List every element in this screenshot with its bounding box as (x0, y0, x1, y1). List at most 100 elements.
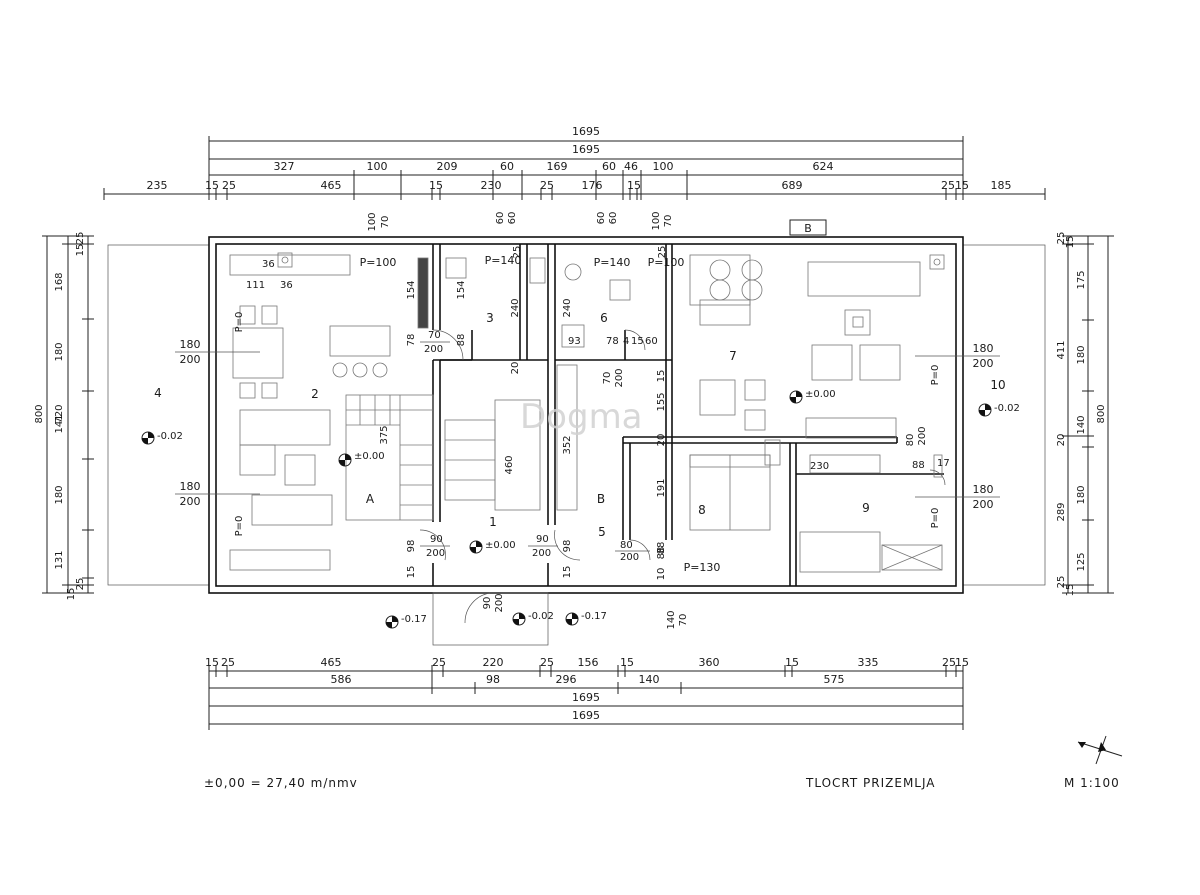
interior-dim: 15 (562, 566, 573, 579)
section-marker-a: A (366, 492, 375, 506)
window-label: 200 (973, 498, 994, 511)
right-dim-seg: 25 (1056, 232, 1067, 245)
drawing-title: TLOCRT PRIZEMLJA (805, 776, 936, 790)
left-dim-seg: 180 (54, 485, 65, 504)
top-dim-r3: 100 (653, 160, 674, 173)
level-reference-note: ±0,00 = 27,40 m/nmv (204, 776, 358, 790)
level-marker-icon (338, 453, 352, 467)
interior-dims: 36 111 36 154 154 70 200 78 88 240 240 9… (246, 259, 950, 630)
terrace-right (962, 244, 1046, 586)
furniture-room-8-9 (689, 254, 945, 573)
top-dim-r3: 60 (602, 160, 616, 173)
level-value: -0.17 (401, 614, 427, 625)
interior-dim: 200 (424, 344, 443, 355)
bottom-dim-r2: 140 (639, 673, 660, 686)
building-walls (208, 236, 964, 646)
interior-dim: 460 (504, 455, 515, 474)
furniture-room-3-6 (417, 257, 631, 511)
left-dim-seg: 15 (75, 244, 86, 257)
window-label: P=0 (930, 508, 941, 529)
right-dim-outer: 800 (1096, 404, 1107, 423)
interior-dim: 36 (262, 259, 275, 270)
bottom-dim-total-2: 1695 (572, 709, 600, 722)
window-dim: 60 (507, 212, 518, 225)
bottom-dim-total-1: 1695 (572, 691, 600, 704)
level-marker-icon (512, 612, 526, 626)
bottom-dim-r1: 15 (205, 656, 219, 669)
room-number-8: 8 (698, 503, 706, 517)
bottom-dim-r1: 15 (620, 656, 634, 669)
right-dim-seg: 15 (1065, 236, 1076, 249)
top-dim-r4: 185 (991, 179, 1012, 192)
level-value: ±0.00 (485, 540, 516, 551)
interior-dim: 70 (428, 330, 441, 341)
room-number-4: 4 (154, 386, 162, 400)
bottom-dim-r1: 220 (483, 656, 504, 669)
window-dim: 100 (367, 212, 378, 231)
interior-dim: 154 (406, 280, 417, 299)
window-label: P=0 (234, 516, 245, 537)
window-label: P=100 (648, 256, 685, 269)
top-dim-r4: 176 (582, 179, 603, 192)
left-dimension-chains: 800 720 25 15 168 180 141 180 131 25 15 (34, 232, 94, 600)
top-dim-r3: 209 (437, 160, 458, 173)
interior-dim: 80 (905, 434, 916, 447)
interior-dim: 90 (482, 597, 493, 610)
right-dim-mid: 411 (1056, 340, 1067, 359)
section-marker-b-top: B (789, 219, 827, 236)
level-value: -0.17 (581, 611, 607, 622)
interior-dim: 88 (912, 460, 925, 471)
bottom-dim-r1: 15 (955, 656, 969, 669)
interior-dim: 375 (379, 425, 390, 444)
interior-dim: 15 (656, 370, 667, 383)
left-dim-seg: 25 (75, 578, 86, 591)
window-label: P=140 (485, 254, 522, 267)
window-labels: P=100 P=140 P=140 P=100 P=130 P=0 P=0 P=… (175, 254, 1000, 574)
bottom-dim-r1: 25 (221, 656, 235, 669)
window-dim: 70 (380, 216, 391, 229)
level-value: -0.02 (157, 431, 183, 442)
window-label: 200 (973, 357, 994, 370)
right-dim-seg: 175 (1076, 270, 1087, 289)
right-dim-seg: 15 (1065, 584, 1076, 597)
interior-dim: 111 (246, 280, 265, 291)
window-dim: 70 (663, 215, 674, 228)
terrace-left (107, 244, 210, 586)
window-dim: 25 (512, 246, 523, 259)
door-swings (419, 329, 946, 624)
room-number-2: 2 (311, 387, 319, 401)
top-dim-r4: 25 (540, 179, 554, 192)
level-markers: ±0.00 ±0.00 ±0.00 -0.02 -0.02 -0.17 -0.0… (141, 389, 1020, 629)
bottom-dim-r2: 98 (486, 673, 500, 686)
top-dim-r3: 169 (547, 160, 568, 173)
room-number-9: 9 (862, 501, 870, 515)
right-dim-seg: 20 (1056, 434, 1067, 447)
bottom-dim-r1: 25 (432, 656, 446, 669)
interior-dim: 20 (656, 434, 667, 447)
interior-dim: 98 (406, 540, 417, 553)
interior-dim: 88 (656, 542, 667, 555)
interior-dim: 230 (810, 461, 829, 472)
window-label: 180 (973, 342, 994, 355)
level-marker-icon (978, 403, 992, 417)
level-marker-icon (565, 612, 579, 626)
north-arrow-icon (1077, 735, 1123, 765)
drawing-scale: M 1:100 (1064, 776, 1120, 790)
room-number-5: 5 (598, 525, 606, 539)
right-dim-seg: 140 (1076, 415, 1087, 434)
top-dim-r3: 327 (274, 160, 295, 173)
room-number-10: 10 (990, 378, 1005, 392)
level-value: -0.02 (994, 403, 1020, 414)
interior-dim: 200 (532, 548, 551, 559)
interior-dim: 15 (631, 336, 644, 347)
top-dim-r4: 689 (782, 179, 803, 192)
interior-dim: 200 (917, 426, 928, 445)
interior-dim: 17 (937, 458, 950, 469)
level-marker-icon (469, 540, 483, 554)
window-label: 200 (180, 495, 201, 508)
interior-dim: 240 (510, 298, 521, 317)
top-dim-r4: 15 (205, 179, 219, 192)
top-dim-r3: 624 (813, 160, 834, 173)
interior-dim: 70 (602, 372, 613, 385)
